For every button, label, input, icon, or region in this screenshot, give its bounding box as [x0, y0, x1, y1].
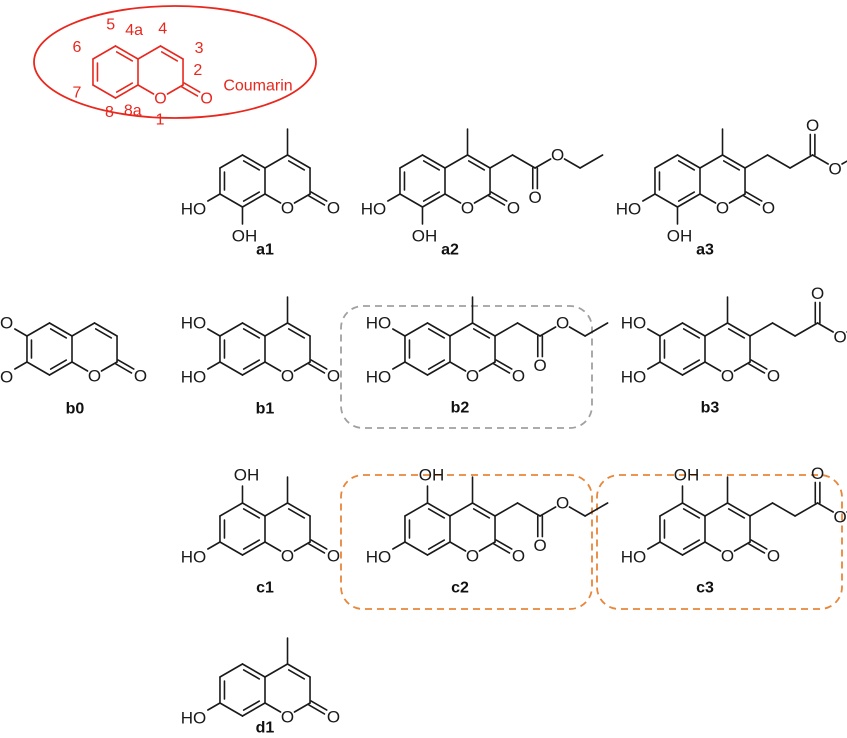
carbonyl-oxygen: O [327, 367, 340, 386]
compound-label: c2 [451, 580, 469, 597]
ring-oxygen: O [466, 367, 479, 386]
carbonyl-oxygen: O [327, 708, 340, 727]
compound-b1: O O HO HO b1 [181, 296, 340, 418]
compound-label: b0 [66, 401, 85, 418]
hydroxyl-7: HO [0, 368, 13, 387]
compound-label: c1 [256, 580, 274, 597]
ester-oxygen: O [556, 494, 569, 513]
compound-label: a1 [256, 242, 274, 259]
position-number-3: 3 [195, 40, 204, 57]
hydroxyl-6: HO [621, 314, 647, 333]
position-number-5: 5 [106, 17, 115, 34]
carbonyl-oxygen: O [767, 367, 780, 386]
ring-oxygen: O [88, 367, 101, 386]
highlight-box-c2 [340, 474, 593, 610]
carbonyl-oxygen: O [512, 367, 525, 386]
hydroxyl-7: HO [181, 709, 207, 728]
highlight-box-b2 [340, 305, 593, 429]
hydroxyl-8: OH [412, 227, 438, 246]
highlight-box-c3 [596, 474, 843, 610]
hydroxyl-7: HO [616, 200, 642, 219]
hydroxyl-7: HO [361, 200, 387, 219]
compound-label: c3 [696, 580, 714, 597]
carbonyl-oxygen: O [200, 91, 212, 108]
position-number-6: 6 [72, 39, 81, 56]
ester-oxygen: O [551, 146, 564, 165]
hydroxyl-7: HO [621, 548, 647, 567]
compound-c1: O O HO OH c1 [181, 466, 340, 597]
carbonyl-oxygen: O [134, 367, 147, 386]
ester-carbonyl-oxygen: O [528, 188, 541, 207]
ring-oxygen: O [721, 367, 734, 386]
scaffold-name: Coumarin [223, 78, 292, 95]
position-number-4: 4 [158, 21, 167, 38]
ring-oxygen: O [281, 547, 294, 566]
carbonyl-oxygen: O [767, 547, 780, 566]
ring-oxygen: O [281, 708, 294, 727]
position-number-1: 1 [156, 112, 165, 129]
compound-label: b3 [701, 400, 720, 417]
compound-d1: O O HO d1 [181, 637, 340, 737]
ring-oxygen: O [461, 199, 474, 218]
ring-oxygen: O [716, 199, 729, 218]
carbonyl-oxygen: O [507, 199, 520, 218]
position-number-8a: 8a [124, 103, 142, 120]
ring-oxygen: O [281, 367, 294, 386]
ester-carbonyl-oxygen: O [533, 536, 546, 555]
ester-carbonyl-oxygen: O [533, 356, 546, 375]
hydroxyl-7: HO [181, 200, 207, 219]
carbonyl-oxygen: O [762, 199, 775, 218]
ring-oxygen: O [721, 547, 734, 566]
hydroxyl-7: HO [366, 368, 392, 387]
hydroxyl-5: OH [419, 466, 445, 485]
hydroxyl-7: HO [181, 368, 207, 387]
compound-label: d1 [256, 720, 275, 737]
ester-carbonyl-oxygen: O [811, 284, 824, 303]
ester-oxygen: O [833, 328, 846, 347]
carbonyl-oxygen: O [327, 547, 340, 566]
compound-label: b1 [256, 401, 275, 418]
hydroxyl-8: OH [667, 227, 693, 246]
hydroxyl-7: HO [366, 548, 392, 567]
ester-oxygen: O [556, 314, 569, 333]
position-number-7: 7 [72, 84, 81, 101]
compound-b0: O O HO HO b0 [0, 314, 147, 418]
hydroxyl-8: OH [232, 227, 258, 246]
ring-oxygen: O [154, 91, 166, 108]
scaffold-ellipse [33, 5, 317, 119]
hydroxyl-6: HO [366, 314, 392, 333]
ester-carbonyl-oxygen: O [811, 464, 824, 483]
compound-b3: O O HO HO O Ob3 [621, 284, 847, 417]
hydroxyl-5: OH [234, 466, 260, 485]
position-number-4a: 4a [125, 22, 143, 39]
ester-carbonyl-oxygen: O [806, 116, 819, 135]
compound-label: a2 [441, 242, 459, 259]
hydroxyl-7: HO [181, 548, 207, 567]
carbonyl-oxygen: O [327, 199, 340, 218]
hydroxyl-6: HO [0, 314, 13, 333]
ring-oxygen: O [281, 199, 294, 218]
ring-oxygen: O [466, 547, 479, 566]
position-number-8: 8 [105, 104, 114, 121]
ester-oxygen: O [833, 508, 846, 527]
compound-scaffold: O O 1 2 3 4 4a 5 6 7 8 8a [72, 17, 212, 129]
carbonyl-oxygen: O [512, 547, 525, 566]
compound-label: b2 [451, 400, 470, 417]
hydroxyl-6: HO [181, 314, 207, 333]
hydroxyl-7: HO [621, 368, 647, 387]
compound-label: a3 [696, 242, 714, 259]
position-number-2: 2 [193, 62, 202, 79]
hydroxyl-5: OH [674, 466, 700, 485]
ester-oxygen: O [828, 160, 841, 179]
